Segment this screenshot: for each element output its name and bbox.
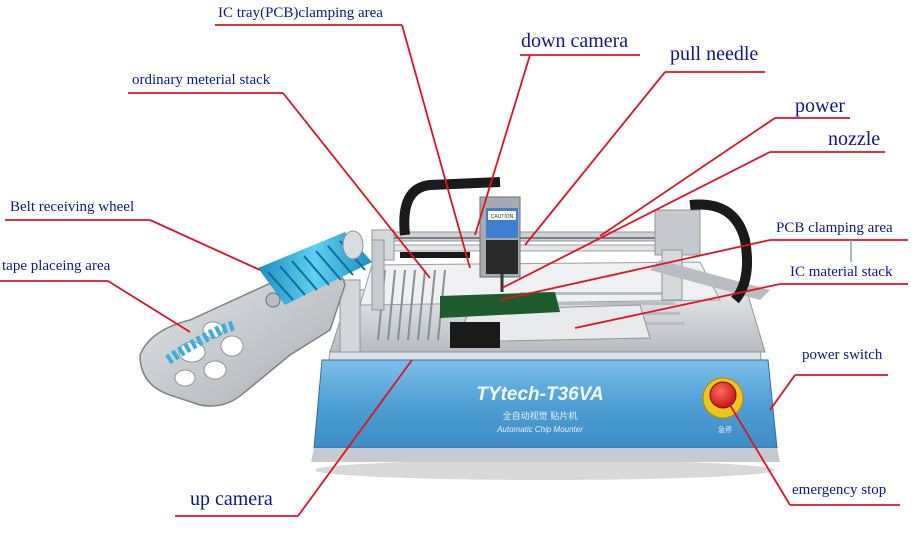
label-ordinary-stack: ordinary meterial stack: [132, 72, 271, 88]
model-name: TYtech-T36VA: [476, 384, 603, 405]
leader-pull-needle: [524, 71, 666, 246]
label-up-camera: up camera: [190, 488, 273, 510]
work-table: [329, 261, 766, 353]
leader-ordinary-stack: [282, 92, 431, 279]
cable-chain: [399, 177, 501, 236]
label-nozzle: nozzle: [828, 128, 881, 150]
leader-tape-area: [107, 280, 191, 333]
machine-subtitle: Automatic Chip Mounter: [496, 425, 583, 434]
leader-power-switch: [769, 374, 796, 411]
emergency-button: [702, 377, 744, 419]
label-emergency-stop: emergency stop: [792, 482, 887, 498]
leader-power: [599, 117, 776, 237]
label-belt-wheel: Belt receiving wheel: [10, 199, 135, 215]
machine-base: [311, 349, 780, 462]
leader-down-camera: [474, 54, 531, 236]
base-shadow: [315, 460, 775, 480]
label-power: power: [795, 95, 845, 117]
chinese-name: 全自动视觉 贴片机: [503, 410, 578, 422]
label-ic-material: IC material stack: [790, 264, 893, 280]
leader-pcb-clamping: [499, 239, 771, 301]
leader-emergency-stop: [729, 404, 791, 506]
leader-lines: [0, 24, 908, 517]
label-pcb-clamping: PCB clamping area: [776, 220, 893, 236]
placement-head: CAUTION: [479, 196, 521, 292]
leader-belt-wheel: [149, 219, 261, 271]
green-pcb: [440, 292, 560, 318]
label-ic-tray: IC tray(PCB)clamping area: [218, 5, 383, 21]
button-caption: 急停: [718, 425, 732, 434]
label-tape-area: tape placeing area: [2, 258, 111, 274]
feeder-arm: [139, 230, 372, 407]
up-camera-block: [450, 322, 500, 348]
leader-ic-material: [574, 283, 781, 329]
label-down-camera: down camera: [521, 30, 629, 52]
caution-label: CAUTION: [491, 214, 514, 220]
label-power-switch: power switch: [802, 347, 883, 363]
label-pull-needle: pull needle: [670, 43, 759, 65]
leader-up-camera: [297, 359, 413, 517]
leader-nozzle: [501, 151, 771, 289]
tape-reel: [258, 230, 372, 308]
leader-ic-tray: [401, 24, 471, 269]
